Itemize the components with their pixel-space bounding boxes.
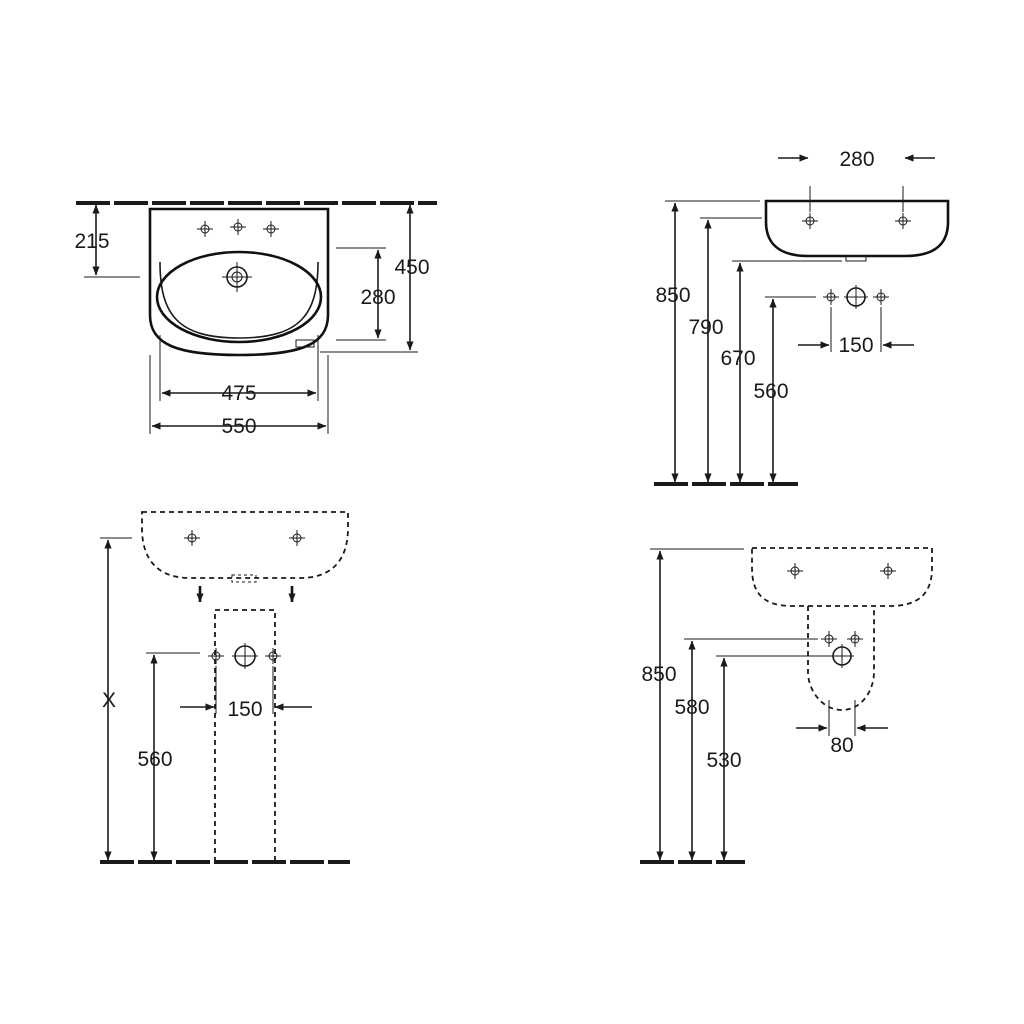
pedestal-outline-dashed [214,609,276,862]
valve-icon [207,647,225,665]
valve-icon [846,630,864,648]
basin-outline-dashed [751,547,933,607]
dim-550-label: 550 [221,415,256,438]
fixing-hole-icon [801,212,819,230]
basin-inner-edge [159,261,319,339]
dim-150-label: 150 [838,334,873,357]
dim-280-label: 280 [360,286,395,309]
basin-outline-dashed [141,511,349,579]
bowl-outline [155,250,323,344]
dim-670-label: 670 [720,347,755,370]
dim-280-label: 280 [839,148,874,171]
valve-icon [820,630,838,648]
front-elevation-wall-hung: 280 150 850 790 670 560 [654,148,950,486]
dim-x-label: X [102,689,116,712]
tap-hole-icon [229,218,247,236]
dim-215-label: 215 [74,230,109,253]
dim-790-label: 790 [688,316,723,339]
half-pedestal-elevation: 80 850 580 530 [640,547,933,864]
fixing-hole-icon [288,529,306,547]
fixing-hole-icon [786,562,804,580]
dim-560-label: 560 [753,380,788,403]
fixing-hole-icon [894,212,912,230]
basin-outline [148,207,330,357]
pedestal-elevation: 150 X 560 [100,511,350,864]
overflow-icon [295,339,315,348]
dim-850-label: 850 [655,284,690,307]
dim-850-label: 850 [641,663,676,686]
dim-580-label: 580 [674,696,709,719]
fixing-hole-icon [879,562,897,580]
dim-450-label: 450 [394,256,429,279]
valve-icon [822,288,840,306]
valve-icon [872,288,890,306]
half-pedestal-outline-dashed [807,606,875,711]
dim-80-label: 80 [830,734,853,757]
tap-hole-icon [196,220,214,238]
basin-front-outline [764,199,950,258]
valve-icon [264,647,282,665]
dim-150-label: 150 [227,698,262,721]
tap-hole-icon [262,220,280,238]
top-view: 215 450 280 475 550 [74,201,437,438]
dim-560-label: 560 [137,748,172,771]
fixing-hole-icon [183,529,201,547]
dim-475-label: 475 [221,382,256,405]
dim-530-label: 530 [706,749,741,772]
